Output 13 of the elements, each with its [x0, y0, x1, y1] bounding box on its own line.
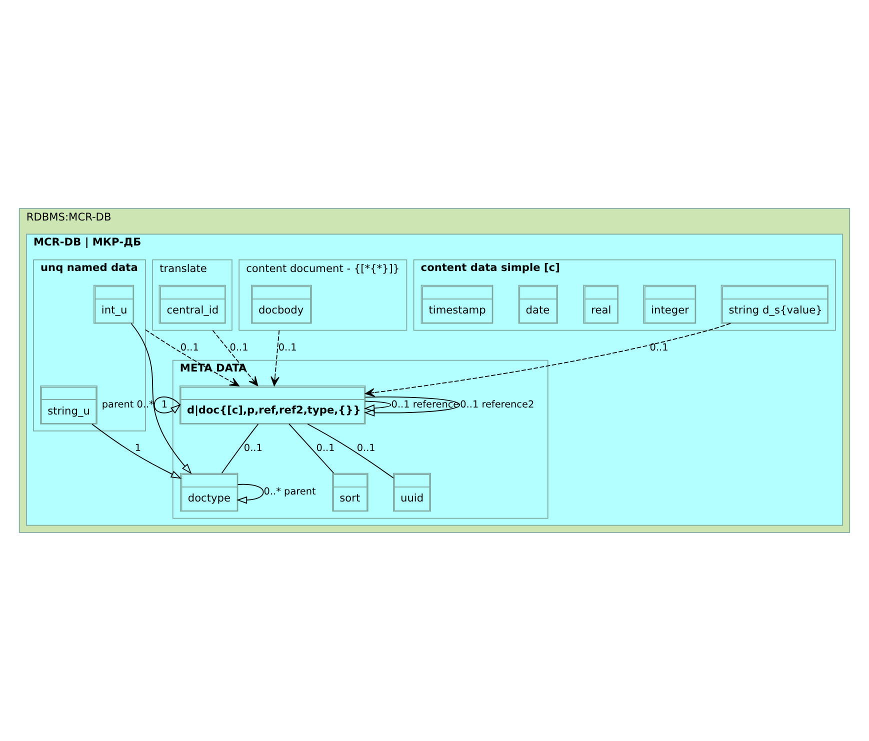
- edge-label: parent 0..*: [102, 399, 154, 410]
- edge-label: 0..1: [230, 342, 248, 354]
- edge-label: 0..* parent: [264, 486, 316, 498]
- edge-label: 1: [134, 443, 142, 454]
- edge-label: 0..1: [180, 342, 199, 354]
- edge-label: 0..1: [316, 443, 335, 454]
- edge-label: 0..1: [244, 443, 262, 454]
- edge-label: 0..1 reference2: [460, 399, 534, 410]
- edge-label: 0..1 reference: [391, 399, 460, 410]
- edge-label: 0..1: [278, 342, 297, 354]
- edge-label: 1: [161, 399, 168, 410]
- edge-label: 0..1: [356, 443, 376, 454]
- edge-label: 0..1: [650, 342, 668, 354]
